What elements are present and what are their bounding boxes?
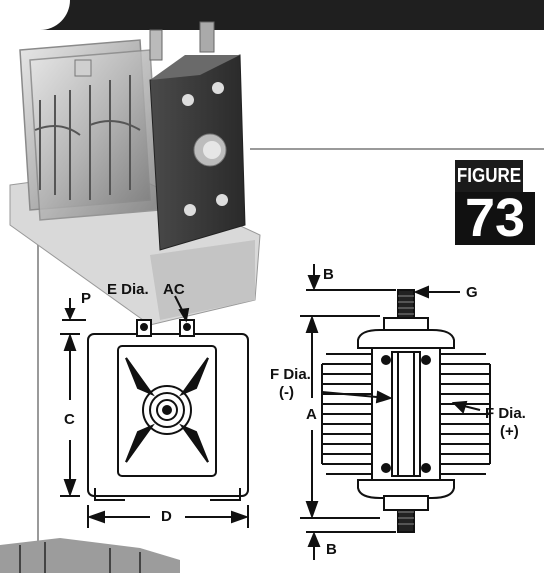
label-p: P — [81, 290, 92, 307]
frame-line-horizontal — [250, 148, 544, 150]
label-c: C — [64, 411, 75, 428]
label-b-bottom: B — [326, 541, 337, 558]
label-f-neg-sign: (-) — [279, 384, 294, 401]
label-ac: AC — [163, 281, 185, 298]
label-e-dia: E Dia. — [107, 281, 149, 298]
figure-badge: FIGURE 73 — [455, 160, 535, 245]
label-a: A — [306, 406, 317, 423]
label-g: G — [466, 284, 478, 301]
label-b-top: B — [323, 266, 334, 283]
figure-title: FIGURE — [455, 160, 523, 192]
top-banner — [0, 0, 544, 30]
label-f-pos-sign: (+) — [500, 423, 519, 440]
frame-line-vertical — [37, 230, 39, 550]
label-d: D — [161, 508, 172, 525]
figure-number: 73 — [455, 191, 535, 245]
label-f-dia-neg: F Dia. — [270, 366, 311, 383]
label-f-dia-pos: F Dia. — [485, 405, 526, 422]
